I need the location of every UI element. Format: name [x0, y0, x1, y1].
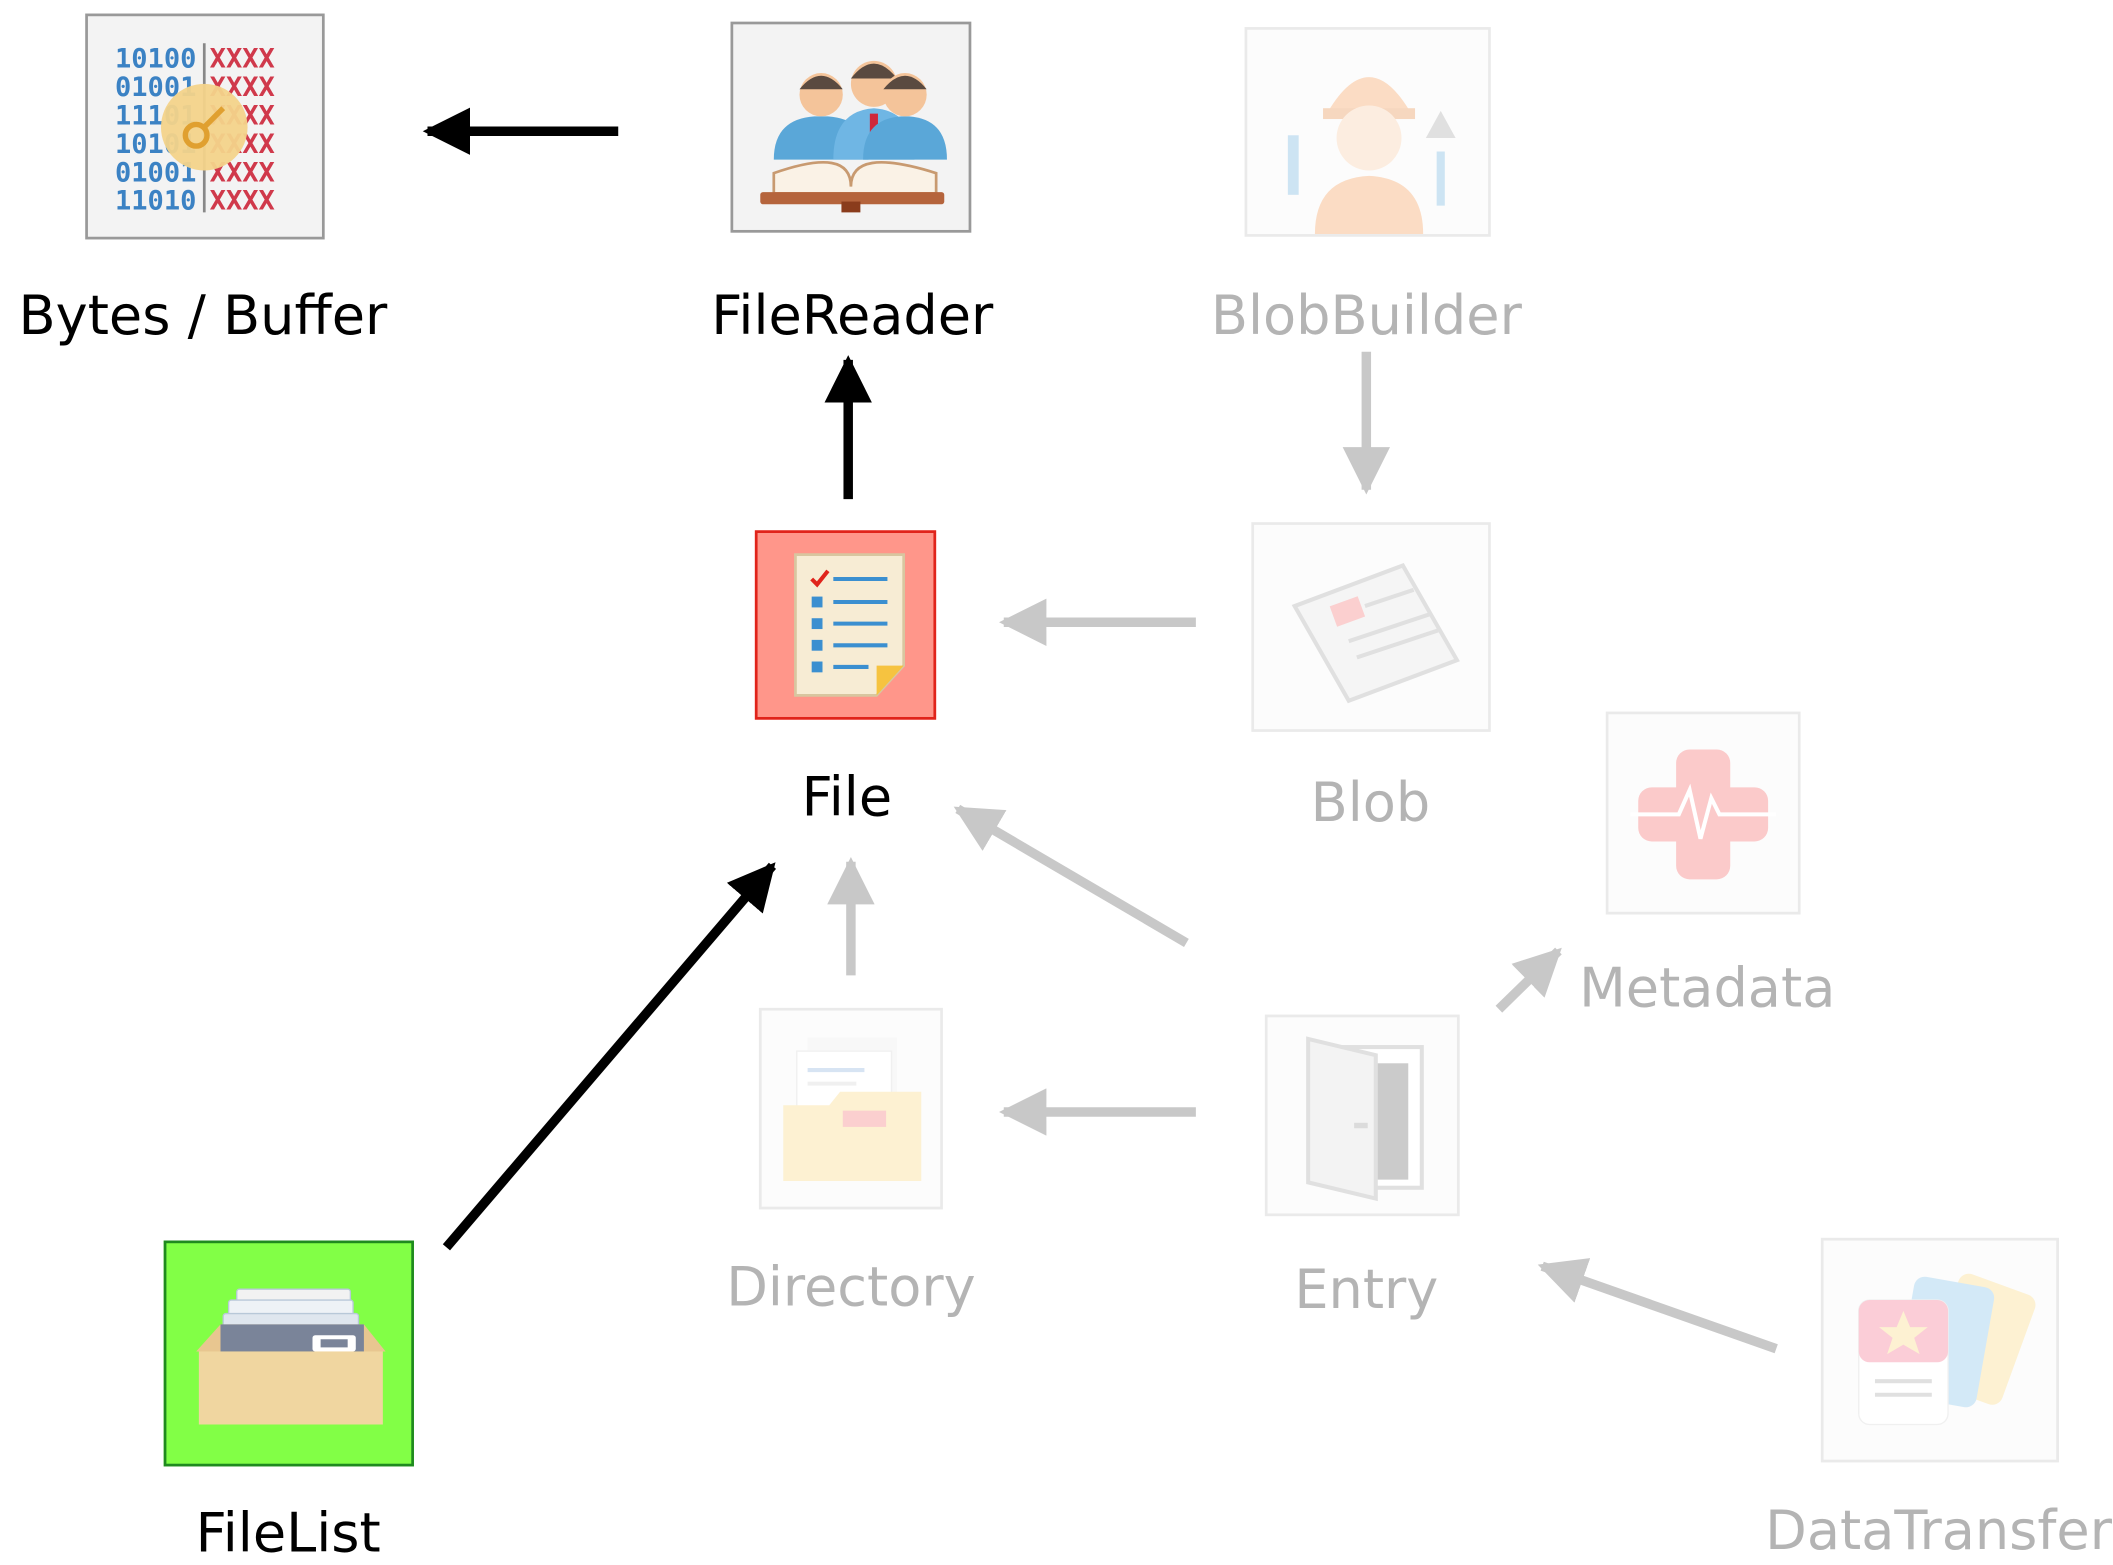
filelist-node	[163, 1240, 414, 1467]
checklist-document-icon	[794, 553, 906, 697]
filereader-node	[730, 21, 972, 233]
edge-filelist-to-file	[442, 862, 777, 1251]
bytes-buffer-label: Bytes / Buffer	[18, 285, 388, 348]
cards-icon	[1858, 1273, 2036, 1426]
entry-label: Entry	[1294, 1259, 1439, 1322]
datatransfer-node	[1820, 1237, 2059, 1463]
blobbuilder-label: BlobBuilder	[1210, 285, 1522, 348]
door-icon	[1306, 1036, 1424, 1202]
directory-node	[758, 1007, 943, 1210]
metadata-node	[1605, 711, 1801, 915]
edge-entry-to-metadata	[1495, 947, 1562, 1013]
filelist-label: FileList	[195, 1502, 381, 1565]
svg-text:XXXX: XXXX	[210, 186, 275, 217]
folder-icon	[783, 1037, 922, 1181]
svg-text:11010: 11010	[115, 186, 196, 217]
file-drawer-icon	[196, 1288, 386, 1425]
svg-text:XXXX: XXXX	[210, 44, 275, 75]
medical-cross-icon	[1630, 749, 1777, 880]
blob-node	[1251, 522, 1491, 732]
newspaper-icon	[1291, 562, 1460, 704]
readers-book-icon	[760, 60, 947, 213]
entry-node	[1264, 1014, 1460, 1217]
edge-entry-to-file	[953, 804, 1189, 947]
builder-worker-icon	[1287, 77, 1456, 235]
blob-label: Blob	[1310, 772, 1431, 835]
metadata-label: Metadata	[1579, 957, 1836, 1021]
svg-text:10100: 10100	[115, 44, 196, 75]
edge-datatransfer-to-entry	[1537, 1258, 1778, 1354]
directory-label: Directory	[726, 1256, 976, 1319]
filereader-label: FileReader	[711, 285, 994, 348]
datatransfer-label: DataTransfer	[1765, 1500, 2112, 1563]
file-label: File	[801, 767, 893, 830]
blobbuilder-node	[1244, 27, 1491, 237]
file-node	[754, 530, 937, 720]
